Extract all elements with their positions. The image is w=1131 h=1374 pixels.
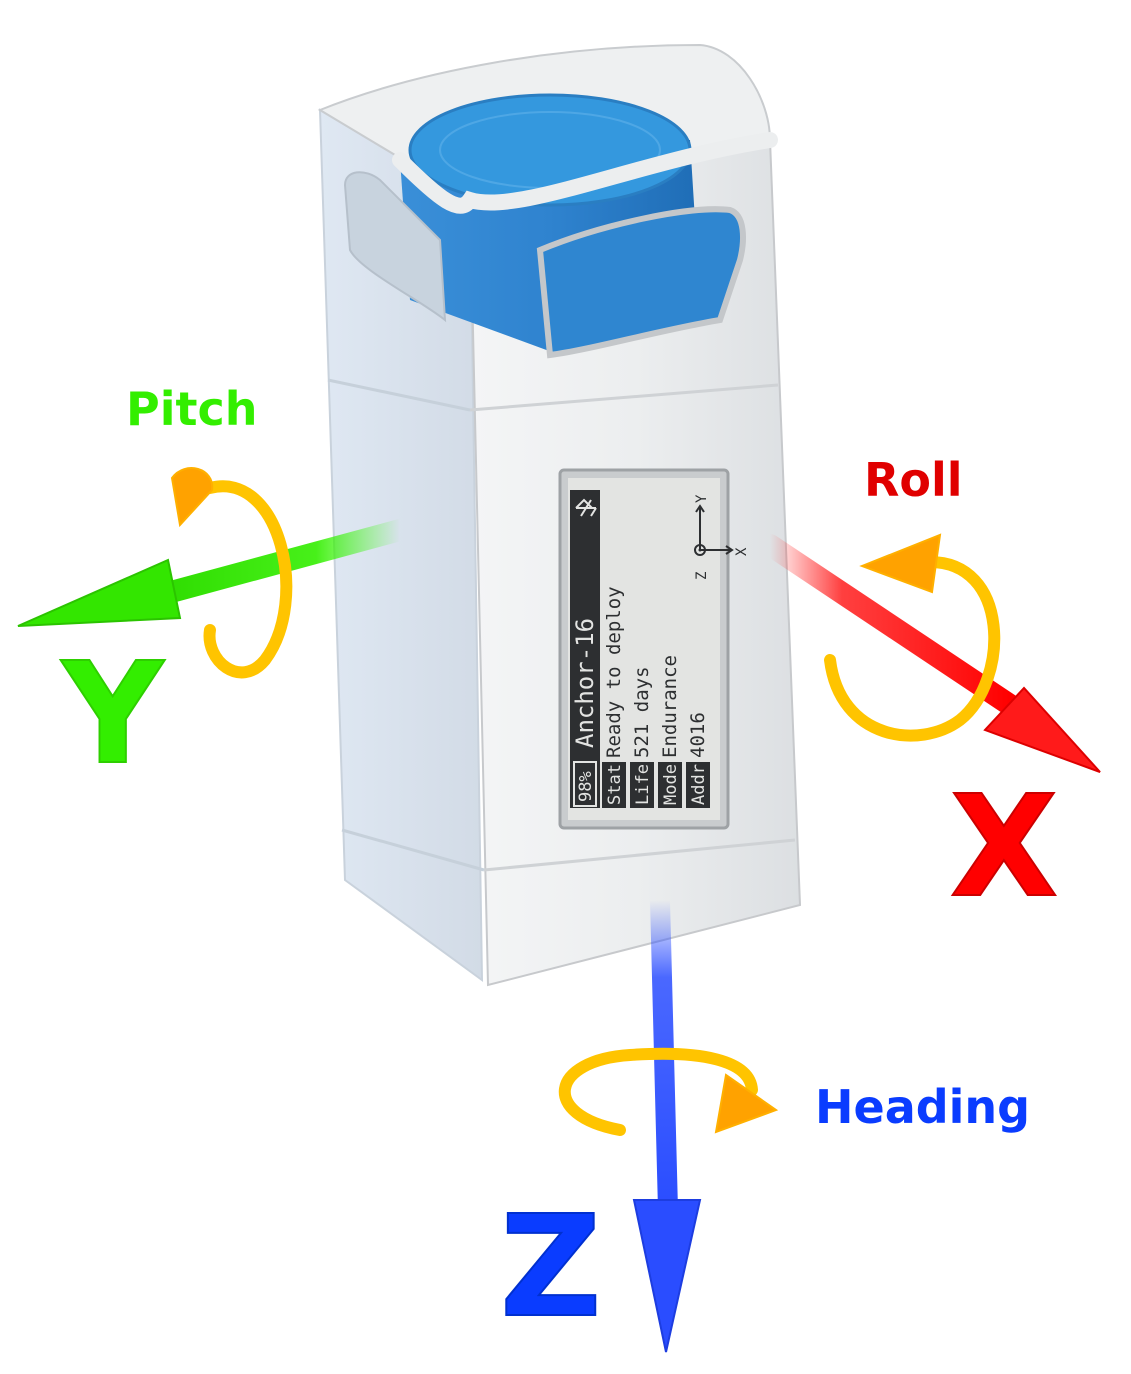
pitch-rotation-arrow (170, 467, 293, 679)
row-value-stat: Ready to deploy (603, 586, 625, 758)
row-key-addr: Addr (689, 764, 709, 805)
life-row: Life 521 days (630, 666, 654, 808)
eink-screen: 98% Anchor-16 Stat Ready to deploy Life … (558, 468, 750, 830)
heading-label: Heading (815, 1080, 1030, 1134)
mini-axis-x: X (734, 547, 750, 556)
mini-axis-z: Z (694, 572, 710, 580)
status-row: Stat Ready to deploy (602, 586, 626, 808)
roll-label: Roll (864, 453, 963, 507)
row-value-life: 521 days (631, 666, 653, 758)
row-value-addr: 4016 (687, 712, 709, 758)
y-axis-letter: Y (60, 633, 165, 796)
row-value-mode: Endurance (659, 655, 681, 758)
z-axis-letter: Z (500, 1186, 602, 1349)
bluetooth-icon (575, 498, 597, 517)
pitch-label: Pitch (126, 382, 258, 436)
battery-icon (573, 761, 597, 807)
row-key-mode: Mode (661, 764, 681, 805)
device-title: Anchor-16 (571, 618, 599, 748)
battery-level: 98% (576, 771, 596, 802)
z-axis-arrow (632, 890, 702, 1353)
row-key-life: Life (633, 764, 653, 805)
row-key-stat: Stat (605, 764, 625, 805)
heading-rotation-arrow (558, 1047, 779, 1136)
x-axis-letter: X (950, 766, 1058, 929)
mini-axes-icon (694, 504, 734, 556)
roll-rotation-arrow (824, 533, 1001, 742)
mini-axis-y: Y (694, 494, 710, 503)
x-axis-arrow (759, 534, 1101, 773)
addr-row: Addr 4016 (686, 712, 710, 808)
mode-row: Mode Endurance (658, 655, 682, 808)
